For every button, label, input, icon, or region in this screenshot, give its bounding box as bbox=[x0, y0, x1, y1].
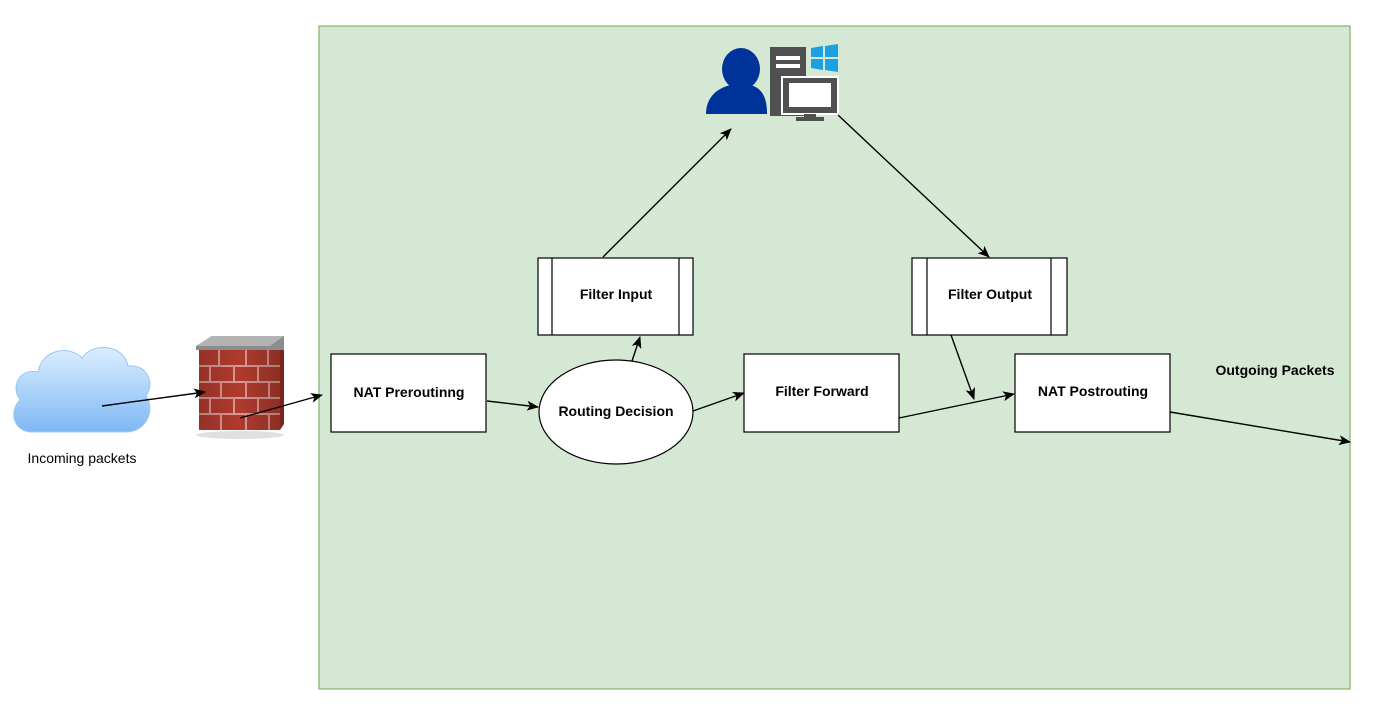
filter-forward-label: Filter Forward bbox=[775, 383, 868, 399]
edge-routing-to-filter-forward bbox=[692, 391, 745, 412]
edges bbox=[101, 114, 1351, 446]
edge-postrouting-to-outgoing bbox=[1169, 411, 1351, 446]
edge-filter-output-to-postrouting bbox=[950, 334, 975, 400]
edge-cloud-to-firewall bbox=[101, 388, 206, 407]
filter-input-node: Filter Input bbox=[537, 257, 694, 336]
cloud-icon bbox=[13, 347, 151, 433]
edge-forward-to-postrouting bbox=[898, 391, 1015, 419]
filter-input-label: Filter Input bbox=[580, 286, 653, 302]
outgoing-packets-label: Outgoing Packets bbox=[1215, 362, 1334, 378]
incoming-packets-label: Incoming packets bbox=[28, 450, 137, 466]
filter-output-node: Filter Output bbox=[911, 257, 1068, 336]
nat-prerouting-node: NAT Preroutinng bbox=[330, 353, 487, 433]
edge-firewall-to-prerouting bbox=[239, 393, 323, 419]
nat-postrouting-node: NAT Postrouting bbox=[1014, 353, 1171, 433]
routing-decision-node: Routing Decision bbox=[538, 359, 694, 465]
nat-postrouting-label: NAT Postrouting bbox=[1038, 383, 1148, 399]
routing-decision-label: Routing Decision bbox=[558, 403, 673, 419]
edge-routing-to-filter-input bbox=[631, 336, 642, 362]
firewall-brick-wall-icon bbox=[196, 336, 284, 439]
filter-forward-node: Filter Forward bbox=[743, 353, 900, 433]
nat-prerouting-label: NAT Preroutinng bbox=[354, 384, 465, 400]
edge-prerouting-to-routing bbox=[486, 400, 539, 411]
user-icon bbox=[706, 48, 767, 114]
edge-workstation-to-filter-output bbox=[837, 114, 990, 258]
filter-output-label: Filter Output bbox=[948, 286, 1032, 302]
edge-filter-input-to-user bbox=[602, 128, 732, 258]
windows-workstation-icon bbox=[770, 44, 839, 121]
